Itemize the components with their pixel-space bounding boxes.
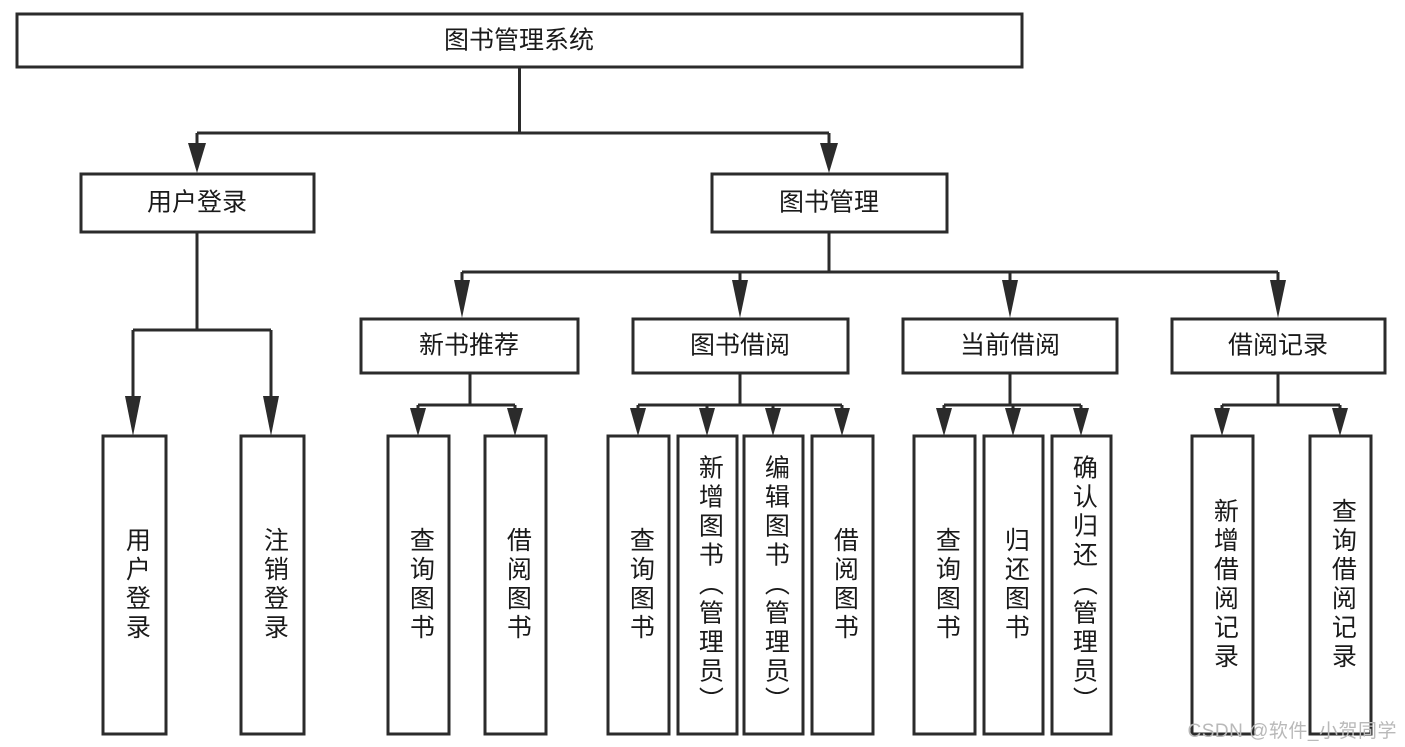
node-user-login[interactable]: 用户登录 (79, 172, 316, 234)
arrow-head-leaf-add-record (1214, 408, 1230, 436)
node-leaf-add-book[interactable]: 新增图书（管理员） (676, 434, 739, 736)
node-leaf-borrow-book-2-label: 借阅图书 (830, 527, 859, 643)
node-borrow-record-label: 借阅记录 (1228, 332, 1328, 360)
arrow-head-book-borrow (732, 280, 748, 318)
node-leaf-add-record[interactable]: 新增借阅记录 (1190, 434, 1255, 736)
node-leaf-query-book-1[interactable]: 查询图书 (386, 434, 451, 736)
node-root[interactable]: 图书管理系统 (15, 12, 1024, 69)
arrow-head-leaf-edit-book (765, 408, 781, 436)
node-borrow-record-box[interactable] (1170, 317, 1387, 375)
node-borrow-record[interactable]: 借阅记录 (1170, 317, 1387, 375)
node-leaf-user-logout-box[interactable] (239, 434, 306, 736)
node-leaf-confirm-return[interactable]: 确认归还（管理员） (1050, 434, 1113, 736)
node-root-box[interactable] (15, 12, 1024, 69)
arrow-head-leaf-query-book-3 (936, 408, 952, 436)
node-leaf-query-book-3[interactable]: 查询图书 (912, 434, 977, 736)
arrow-head-leaf-borrow-book-2 (834, 408, 850, 436)
node-leaf-query-record-box[interactable] (1308, 434, 1373, 736)
node-user-login-box[interactable] (79, 172, 316, 234)
node-current-borrow-box[interactable] (901, 317, 1119, 375)
node-leaf-edit-book-label: 编辑图书（管理员） (761, 455, 790, 716)
arrow-head-leaf-confirm-return (1073, 408, 1089, 436)
node-leaf-query-book-2-box[interactable] (606, 434, 671, 736)
node-leaf-add-record-box[interactable] (1190, 434, 1255, 736)
node-book-manage-label: 图书管理 (779, 189, 879, 217)
node-leaf-add-book-label: 新增图书（管理员） (695, 455, 724, 716)
node-leaf-query-book-2-label: 查询图书 (626, 527, 655, 643)
node-leaf-add-record-label: 新增借阅记录 (1210, 498, 1239, 672)
arrow-head-book-manage (820, 143, 838, 173)
node-root-label: 图书管理系统 (444, 27, 594, 55)
node-leaf-user-login-label: 用户登录 (122, 527, 151, 643)
arrow-head-leaf-borrow-book-1 (507, 408, 523, 436)
node-leaf-query-book-3-box[interactable] (912, 434, 977, 736)
node-current-borrow[interactable]: 当前借阅 (901, 317, 1119, 375)
arrow-head-user-login (188, 143, 206, 173)
node-new-book-recommend-box[interactable] (359, 317, 580, 375)
node-new-book-recommend[interactable]: 新书推荐 (359, 317, 580, 375)
arrow-head-borrow-record (1270, 280, 1286, 318)
node-leaf-return-book-box[interactable] (982, 434, 1045, 736)
node-leaf-borrow-book-2-box[interactable] (810, 434, 875, 736)
node-leaf-query-record[interactable]: 查询借阅记录 (1308, 434, 1373, 736)
arrow-head-leaf-query-book-2 (630, 408, 646, 436)
node-current-borrow-label: 当前借阅 (960, 332, 1060, 360)
node-leaf-confirm-return-label: 确认归还（管理员） (1069, 455, 1098, 716)
node-leaf-add-book-box[interactable] (676, 434, 739, 736)
node-leaf-query-book-1-box[interactable] (386, 434, 451, 736)
arrow-head-current-borrow (1002, 280, 1018, 318)
node-leaf-user-login-box[interactable] (101, 434, 168, 736)
arrow-head-leaf-query-record (1332, 408, 1348, 436)
node-book-borrow-label: 图书借阅 (690, 332, 790, 360)
arrow-head-leaf-user-logout (263, 396, 279, 436)
node-leaf-user-login[interactable]: 用户登录 (101, 434, 168, 736)
arrow-head-leaf-return-book (1005, 408, 1021, 436)
node-book-borrow-box[interactable] (631, 317, 850, 375)
node-book-manage-box[interactable] (710, 172, 949, 234)
node-book-borrow[interactable]: 图书借阅 (631, 317, 850, 375)
node-leaf-query-book-3-label: 查询图书 (932, 527, 961, 643)
node-leaf-user-logout[interactable]: 注销登录 (239, 434, 306, 736)
node-leaf-query-book-1-label: 查询图书 (406, 527, 435, 643)
node-leaf-user-logout-label: 注销登录 (260, 527, 289, 643)
node-book-manage[interactable]: 图书管理 (710, 172, 949, 234)
node-leaf-query-book-2[interactable]: 查询图书 (606, 434, 671, 736)
node-new-book-recommend-label: 新书推荐 (419, 332, 519, 360)
node-leaf-borrow-book-1-box[interactable] (483, 434, 548, 736)
node-user-login-label: 用户登录 (147, 189, 247, 217)
node-leaf-confirm-return-box[interactable] (1050, 434, 1113, 736)
arrow-head-leaf-query-book-1 (410, 408, 426, 436)
node-leaf-return-book[interactable]: 归还图书 (982, 434, 1045, 736)
node-leaf-borrow-book-1[interactable]: 借阅图书 (483, 434, 548, 736)
node-leaf-edit-book-box[interactable] (742, 434, 805, 736)
arrow-head-leaf-add-book (699, 408, 715, 436)
node-leaf-borrow-book-1-label: 借阅图书 (503, 527, 532, 643)
arrow-head-leaf-user-login (125, 396, 141, 436)
arrow-head-new-book-recommend (454, 280, 470, 318)
connector-layer (125, 67, 1348, 436)
node-leaf-query-record-label: 查询借阅记录 (1328, 498, 1357, 672)
node-leaf-return-book-label: 归还图书 (1001, 527, 1030, 643)
node-leaf-borrow-book-2[interactable]: 借阅图书 (810, 434, 875, 736)
node-leaf-edit-book[interactable]: 编辑图书（管理员） (742, 434, 805, 736)
